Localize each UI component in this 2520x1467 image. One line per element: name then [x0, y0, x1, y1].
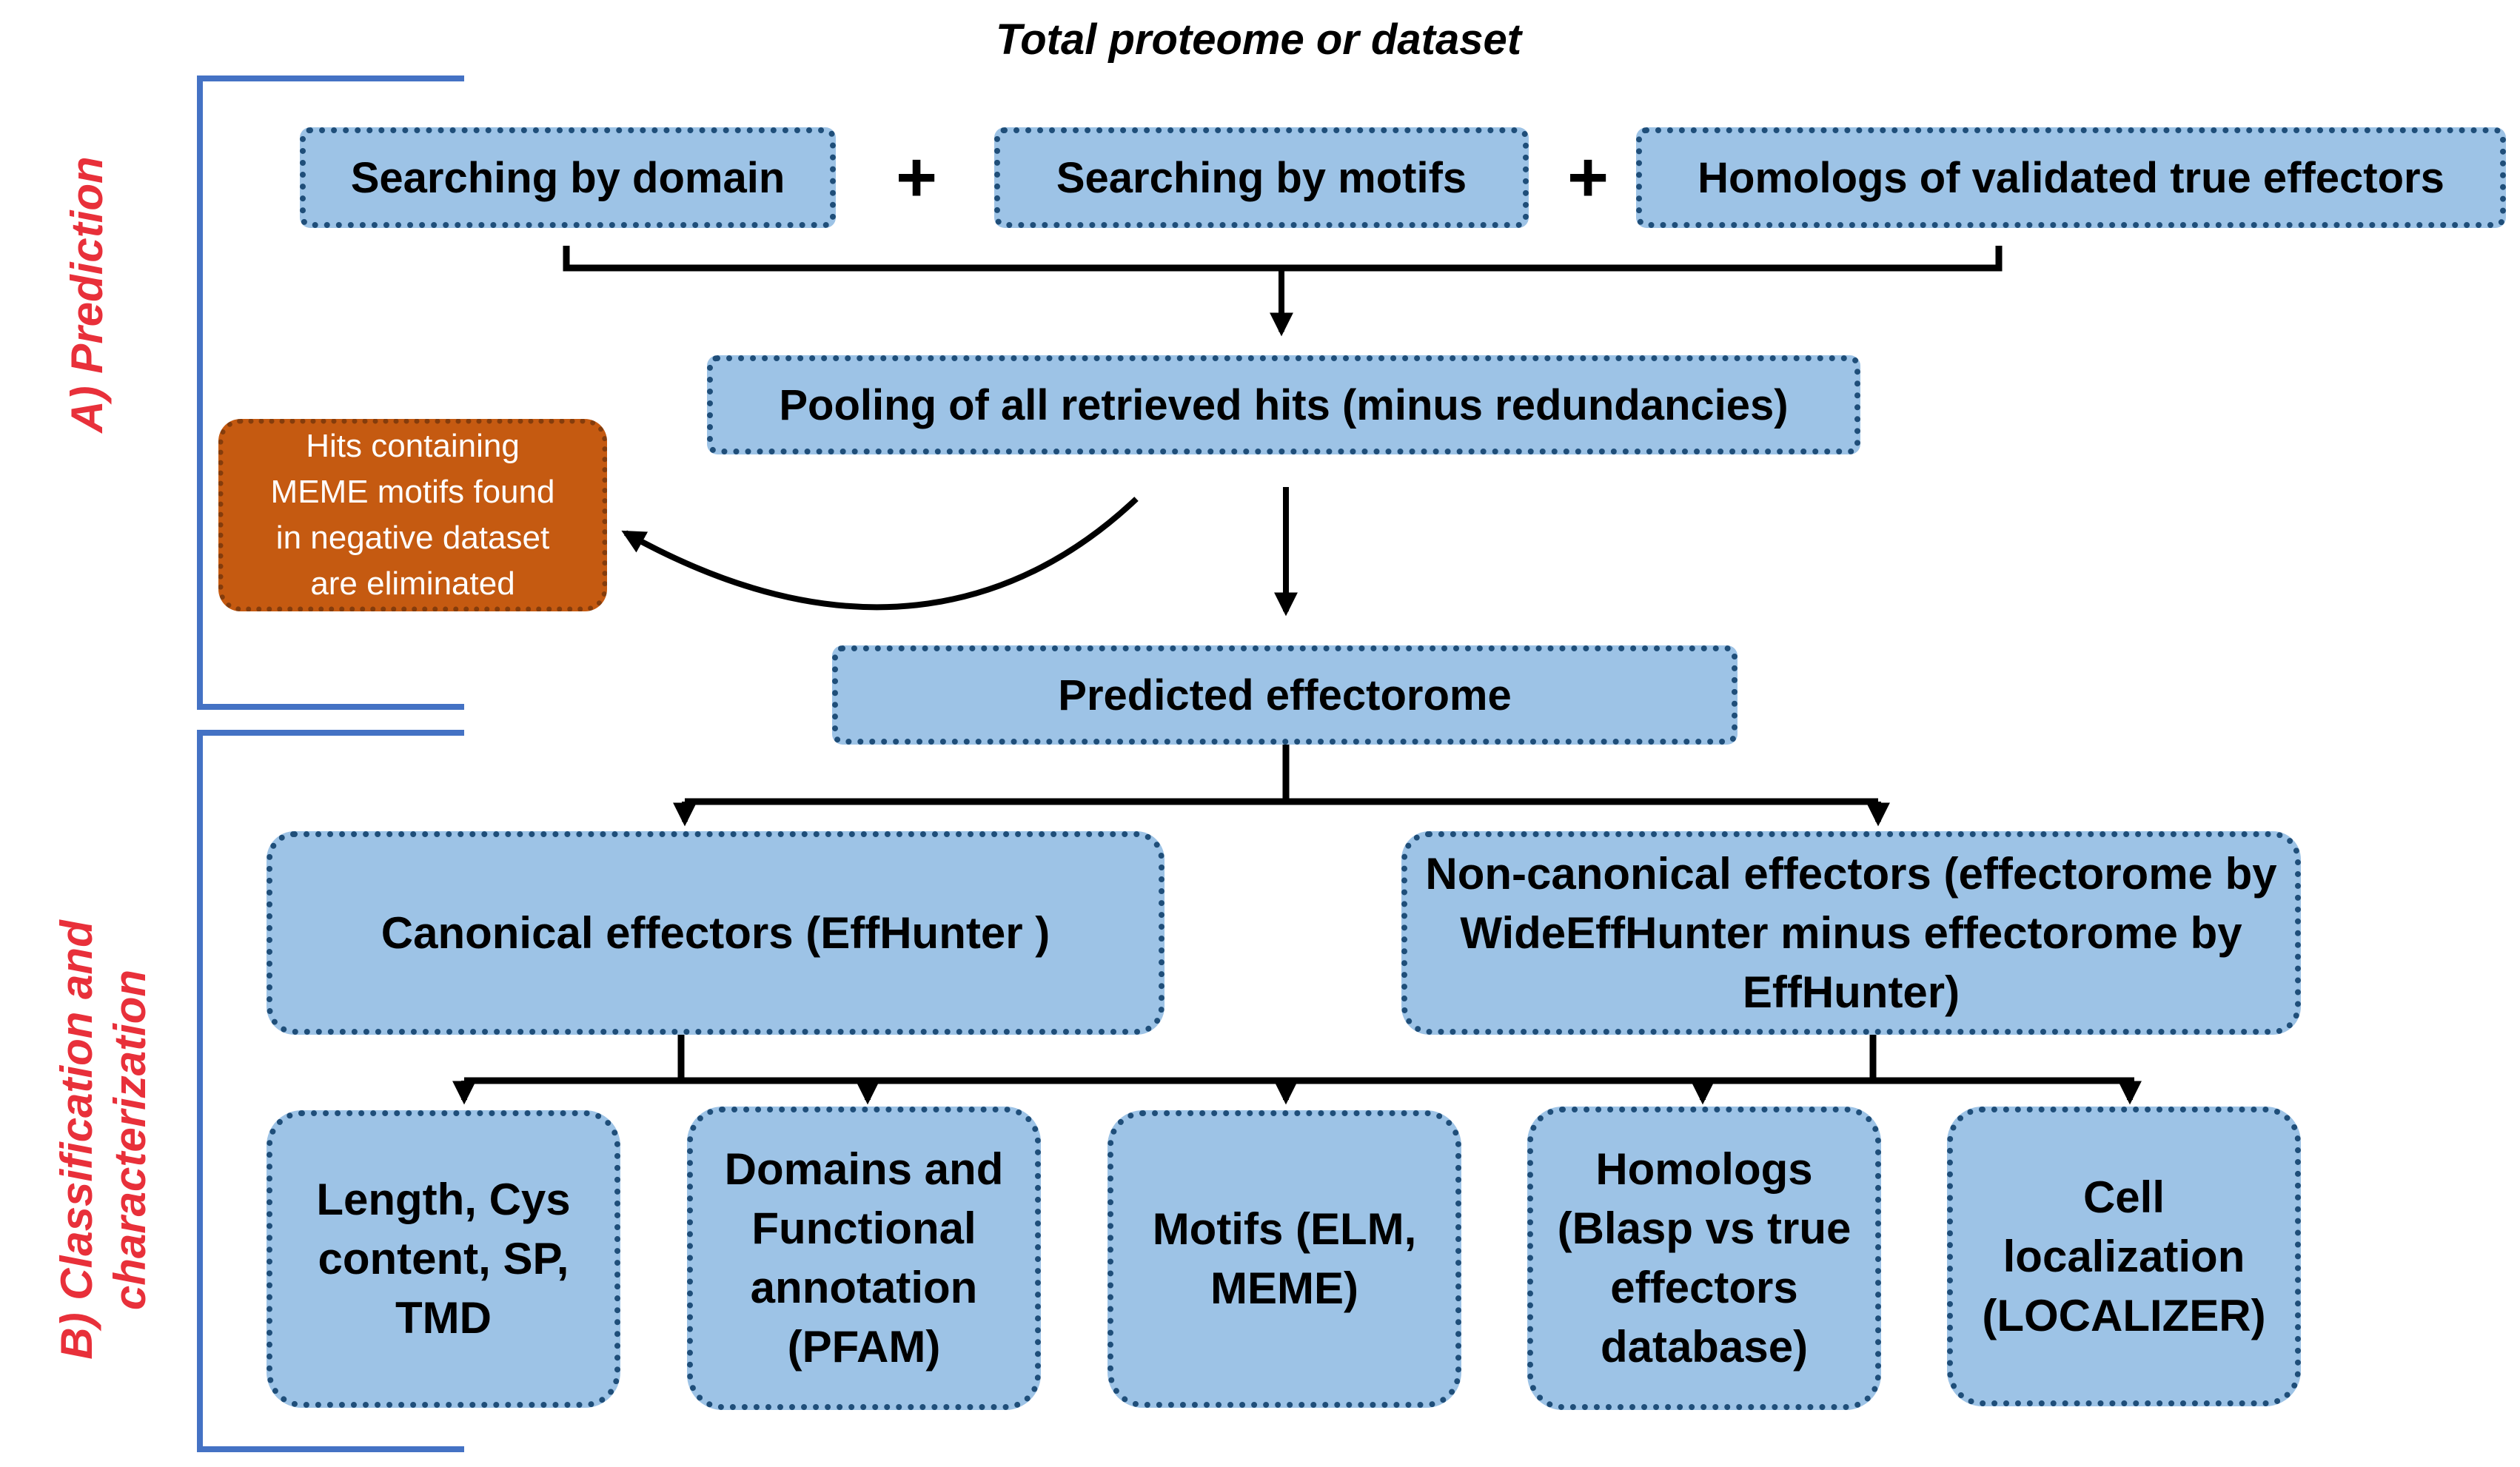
classification-label: B) Classification and characterization: [50, 920, 157, 1359]
plus-sign-1: +: [895, 138, 938, 217]
prediction-label: A) Prediction: [62, 156, 112, 433]
plus-sign-2: +: [1566, 138, 1609, 217]
length-cys-line-2: content, SP,: [318, 1234, 569, 1283]
search-by-domain-box: Searching by domain: [300, 127, 836, 228]
localization-line-2: localization: [2003, 1231, 2245, 1281]
predicted-effectorome-label: Predicted effectorome: [1058, 671, 1512, 719]
canonical-effectors-label: Canonical effectors (EffHunter ): [381, 908, 1050, 958]
homologs-blast-box: Homologs (Blasp vs true effectors databa…: [1527, 1107, 1881, 1410]
homologs-line-3: effectors: [1610, 1263, 1798, 1312]
eliminated-line-3: in negative dataset: [275, 520, 550, 556]
classification-label-line2: characterization: [105, 969, 155, 1311]
eliminated-line-4: are eliminated: [310, 565, 515, 602]
motifs-line-2: MEME): [1210, 1263, 1358, 1313]
search-by-motifs-label: Searching by motifs: [1056, 153, 1467, 202]
predicted-effectorome-box: Predicted effectorome: [832, 645, 1737, 745]
search-by-motifs-box: Searching by motifs: [994, 127, 1529, 228]
length-cys-box: Length, Cys content, SP, TMD: [267, 1110, 620, 1408]
cell-localization-box: Cell localization (LOCALIZER): [1947, 1107, 2301, 1406]
motifs-line-1: Motifs (ELM,: [1152, 1204, 1417, 1254]
domains-annotation-box: Domains and Functional annotation (PFAM): [687, 1107, 1041, 1410]
canonical-effectors-box: Canonical effectors (EffHunter ): [267, 831, 1165, 1035]
length-cys-line-3: TMD: [395, 1293, 492, 1343]
motifs-box: Motifs (ELM, MEME): [1107, 1110, 1461, 1408]
localization-line-3: (LOCALIZER): [1982, 1290, 2266, 1340]
prediction-bracket: [197, 75, 464, 710]
noncanonical-line-1: Non-canonical effectors (effectorome by: [1425, 848, 2277, 899]
search-by-domain-label: Searching by domain: [350, 153, 785, 202]
localization-line-1: Cell: [2082, 1172, 2165, 1222]
eliminated-hits-box: Hits containing MEME motifs found in neg…: [218, 419, 607, 611]
diagram-title: Total proteome or dataset: [995, 16, 1522, 64]
classification-label-line1: B) Classification and: [52, 920, 101, 1360]
eliminated-line-2: MEME motifs found: [270, 474, 555, 510]
noncanonical-line-2: WideEffHunter minus effectorome by: [1460, 907, 2242, 958]
domains-line-3: annotation: [750, 1263, 978, 1312]
domains-line-4: (PFAM): [787, 1322, 941, 1372]
domains-line-2: Functional: [751, 1204, 976, 1253]
homologs-line-2: (Blasp vs true: [1557, 1204, 1852, 1253]
domains-line-1: Domains and: [724, 1144, 1004, 1194]
pooling-box: Pooling of all retrieved hits (minus red…: [707, 355, 1860, 454]
pooling-label: Pooling of all retrieved hits (minus red…: [779, 380, 1789, 429]
noncanonical-line-3: EffHunter): [1742, 967, 1960, 1017]
homologs-line-4: database): [1600, 1322, 1809, 1372]
homologs-true-effectors-label: Homologs of validated true effectors: [1698, 153, 2444, 202]
length-cys-line-1: Length, Cys: [316, 1175, 571, 1224]
homologs-line-1: Homologs: [1595, 1144, 1813, 1194]
homologs-true-effectors-box: Homologs of validated true effectors: [1636, 127, 2506, 228]
eliminated-line-1: Hits containing: [306, 428, 520, 464]
noncanonical-effectors-box: Non-canonical effectors (effectorome by …: [1401, 831, 2301, 1035]
search-merge-bracket: [563, 246, 2003, 272]
elimination-curved-arrow: [621, 497, 1139, 611]
classification-bracket: [197, 730, 464, 1452]
